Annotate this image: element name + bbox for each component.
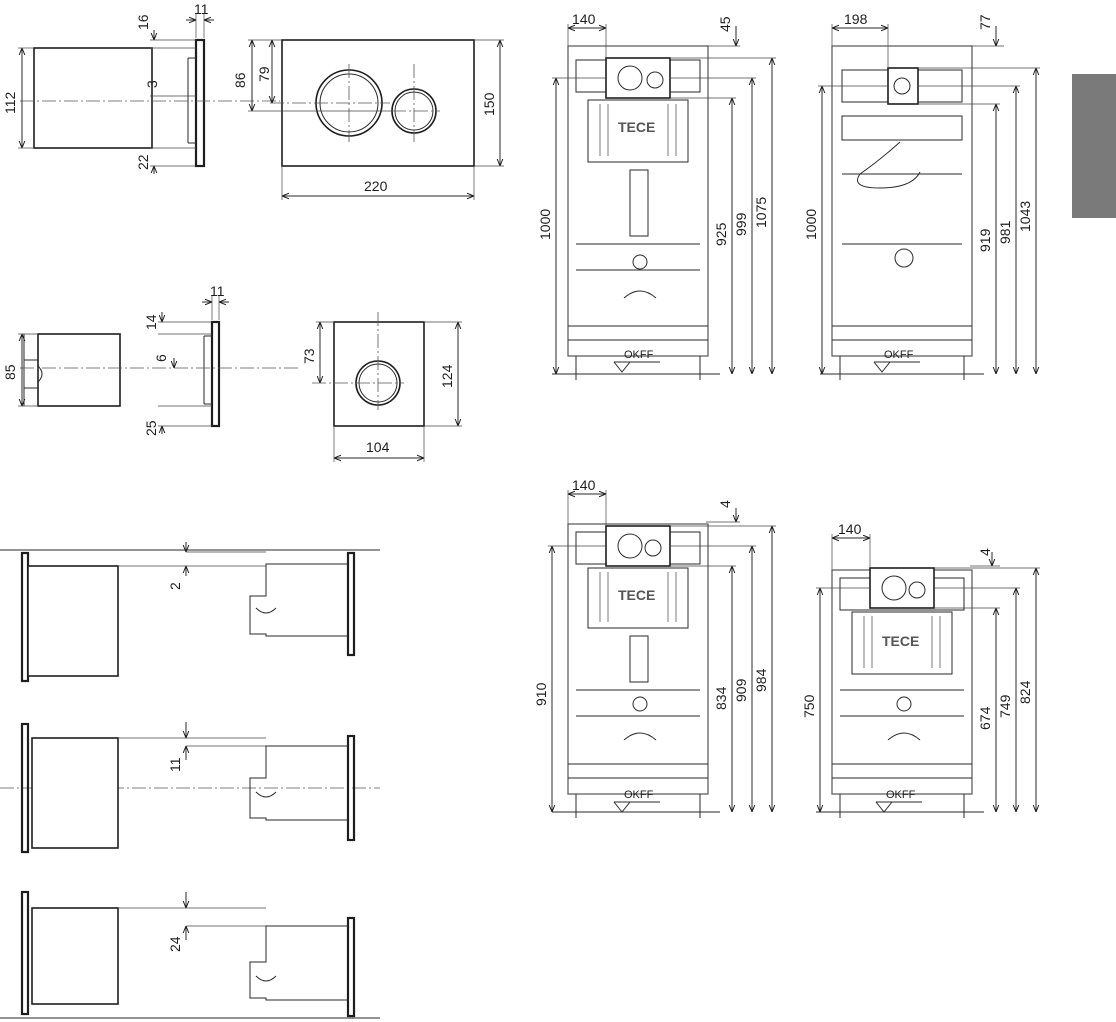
frame-3-dimensions bbox=[548, 490, 776, 812]
frame-1-floor-label: OKFF bbox=[624, 349, 654, 361]
plate-small-height-label: 124 bbox=[439, 364, 455, 388]
frame-1-h3-label: 1075 bbox=[753, 197, 769, 228]
plate-small-front-view bbox=[312, 312, 462, 462]
frame-2-h3-label: 1043 bbox=[1017, 201, 1033, 232]
frame-4-dimensions bbox=[816, 534, 1040, 812]
plate-large-center-offset-label: 3 bbox=[144, 80, 160, 88]
frame-3-total-label: 910 bbox=[533, 682, 549, 706]
frame-1-h1-label: 925 bbox=[713, 222, 729, 246]
plate-small-top-offset-label: 14 bbox=[143, 314, 159, 330]
frame-2-dimensions bbox=[818, 24, 1040, 374]
frame-4-h2-label: 749 bbox=[997, 694, 1013, 718]
plate-large-width-label: 220 bbox=[364, 178, 388, 194]
side-tab bbox=[1072, 74, 1116, 218]
frame-4-h3-label: 824 bbox=[1017, 680, 1033, 704]
frame-4-total-label: 750 bbox=[801, 694, 817, 718]
plate-large-side-view bbox=[18, 14, 280, 174]
offset-section-b bbox=[0, 722, 380, 854]
plate-large-height-outer-label: 79 bbox=[256, 66, 272, 82]
frame-1000-dry bbox=[820, 45, 984, 380]
plate-large-height-label: 150 bbox=[481, 92, 497, 116]
frame-2-floor-label: OKFF bbox=[884, 349, 914, 361]
frame-1-floor-marker bbox=[613, 361, 660, 373]
frame-1-dimensions bbox=[552, 24, 776, 374]
plate-large-top-offset-label: 16 bbox=[135, 14, 151, 30]
frame-1-top-label: 45 bbox=[717, 16, 733, 32]
plate-small-width-label: 104 bbox=[366, 439, 390, 455]
frame-2-top-label: 77 bbox=[977, 14, 993, 30]
frame-3-top-label: 4 bbox=[717, 500, 733, 508]
offset-c-label: 24 bbox=[167, 936, 183, 952]
frame-910 bbox=[552, 523, 720, 818]
plate-small-bottom-offset-label: 25 bbox=[143, 420, 159, 436]
frame-2-offset-label: 198 bbox=[844, 11, 868, 27]
frame-1-brand: TECE bbox=[618, 119, 655, 135]
plate-small-height-inner-label: 73 bbox=[301, 348, 317, 364]
plate-large-thickness-label: 11 bbox=[194, 1, 209, 17]
frame-3-h3-label: 984 bbox=[753, 668, 769, 692]
frame-1000-cistern bbox=[552, 45, 720, 380]
plate-large-height-inner-label: 86 bbox=[232, 72, 248, 88]
frame-3-h1-label: 834 bbox=[713, 686, 729, 710]
offset-section-c bbox=[0, 890, 380, 1019]
frame-3-brand: TECE bbox=[618, 587, 655, 603]
frame-4-floor-label: OKFF bbox=[886, 789, 916, 801]
frame-4-brand: TECE bbox=[882, 633, 919, 649]
offset-a-label: 2 bbox=[167, 582, 183, 590]
plate-small-depth-label: 85 bbox=[2, 364, 18, 380]
frame-1-total-label: 1000 bbox=[537, 209, 553, 240]
offset-b-label: 11 bbox=[167, 757, 183, 772]
frame-1-h2-label: 999 bbox=[733, 212, 749, 236]
plate-large-depth-label: 112 bbox=[2, 91, 18, 114]
frame-3-floor-label: OKFF bbox=[624, 789, 654, 801]
frame-3-h2-label: 909 bbox=[733, 678, 749, 702]
frame-2-floor-marker bbox=[873, 361, 920, 373]
frame-4-h1-label: 674 bbox=[977, 706, 993, 730]
frame-4-top-label: 4 bbox=[977, 548, 993, 556]
frame-1-offset-label: 140 bbox=[572, 11, 596, 27]
plate-small-center-offset-label: 6 bbox=[153, 354, 169, 362]
plate-large-bottom-offset-label: 22 bbox=[135, 154, 151, 170]
plate-small-side-view bbox=[18, 296, 300, 434]
offset-section-a bbox=[0, 542, 380, 683]
frame-4-offset-label: 140 bbox=[838, 521, 862, 537]
plate-small-thickness-label: 11 bbox=[210, 283, 225, 299]
frame-3-offset-label: 140 bbox=[572, 477, 596, 493]
frame-750 bbox=[816, 567, 984, 818]
frame-2-h1-label: 919 bbox=[977, 228, 993, 252]
frame-2-total-label: 1000 bbox=[803, 209, 819, 240]
frame-2-h2-label: 981 bbox=[997, 220, 1013, 244]
frame-4-floor-marker bbox=[875, 801, 922, 813]
plate-large-front-view bbox=[248, 39, 504, 200]
frame-3-floor-marker bbox=[613, 801, 660, 813]
